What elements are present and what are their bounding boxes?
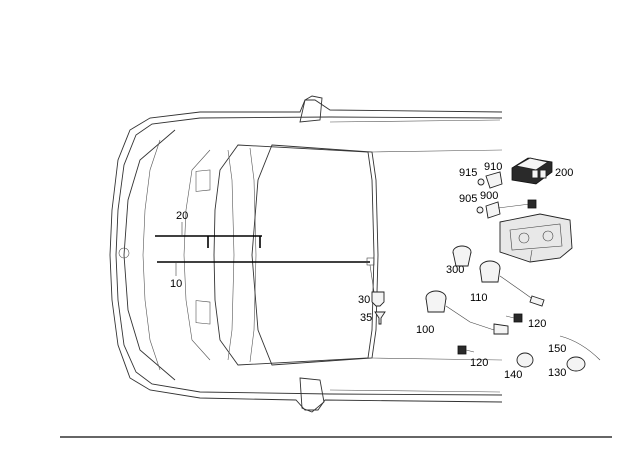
part-915-screw bbox=[477, 178, 485, 186]
label-120-b: 120 bbox=[470, 357, 488, 369]
mirror-bottom bbox=[299, 377, 325, 413]
label-20: 20 bbox=[176, 210, 188, 222]
label-35: 35 bbox=[360, 312, 372, 324]
part-100-sensor bbox=[425, 290, 509, 335]
label-200: 200 bbox=[555, 167, 573, 179]
mirror-top bbox=[299, 95, 323, 123]
part-30-connector bbox=[371, 291, 385, 307]
label-100: 100 bbox=[416, 324, 434, 336]
label-120-a: 120 bbox=[528, 318, 546, 330]
label-10: 10 bbox=[170, 278, 182, 290]
label-30: 30 bbox=[358, 294, 370, 306]
mounting-bracket bbox=[499, 213, 573, 263]
part-150-cable bbox=[559, 335, 601, 361]
part-labels: 20 10 30 35 910 915 200 900 905 300 110 … bbox=[170, 161, 573, 381]
part-130-cap bbox=[566, 356, 586, 372]
leader-lines bbox=[155, 222, 375, 293]
part-200-control-unit bbox=[511, 157, 553, 185]
label-110: 110 bbox=[470, 292, 488, 304]
label-300: 300 bbox=[446, 264, 464, 276]
part-140-cap bbox=[516, 352, 534, 368]
part-300-sleeve bbox=[452, 245, 472, 267]
part-905-screw bbox=[476, 206, 484, 214]
label-905: 905 bbox=[459, 193, 477, 205]
part-110-sensor bbox=[479, 260, 545, 307]
part-120-bolt-b bbox=[457, 345, 475, 355]
label-150: 150 bbox=[548, 343, 566, 355]
vehicle-outline bbox=[109, 95, 503, 413]
label-910: 910 bbox=[484, 161, 502, 173]
part-120-bolt-a bbox=[505, 313, 523, 323]
label-900: 900 bbox=[480, 190, 498, 202]
label-915: 915 bbox=[459, 167, 477, 179]
label-140: 140 bbox=[504, 369, 522, 381]
part-35-clip bbox=[374, 311, 386, 325]
part-910-bracket bbox=[485, 171, 503, 189]
label-130: 130 bbox=[548, 367, 566, 379]
part-900-bracket bbox=[485, 199, 537, 219]
